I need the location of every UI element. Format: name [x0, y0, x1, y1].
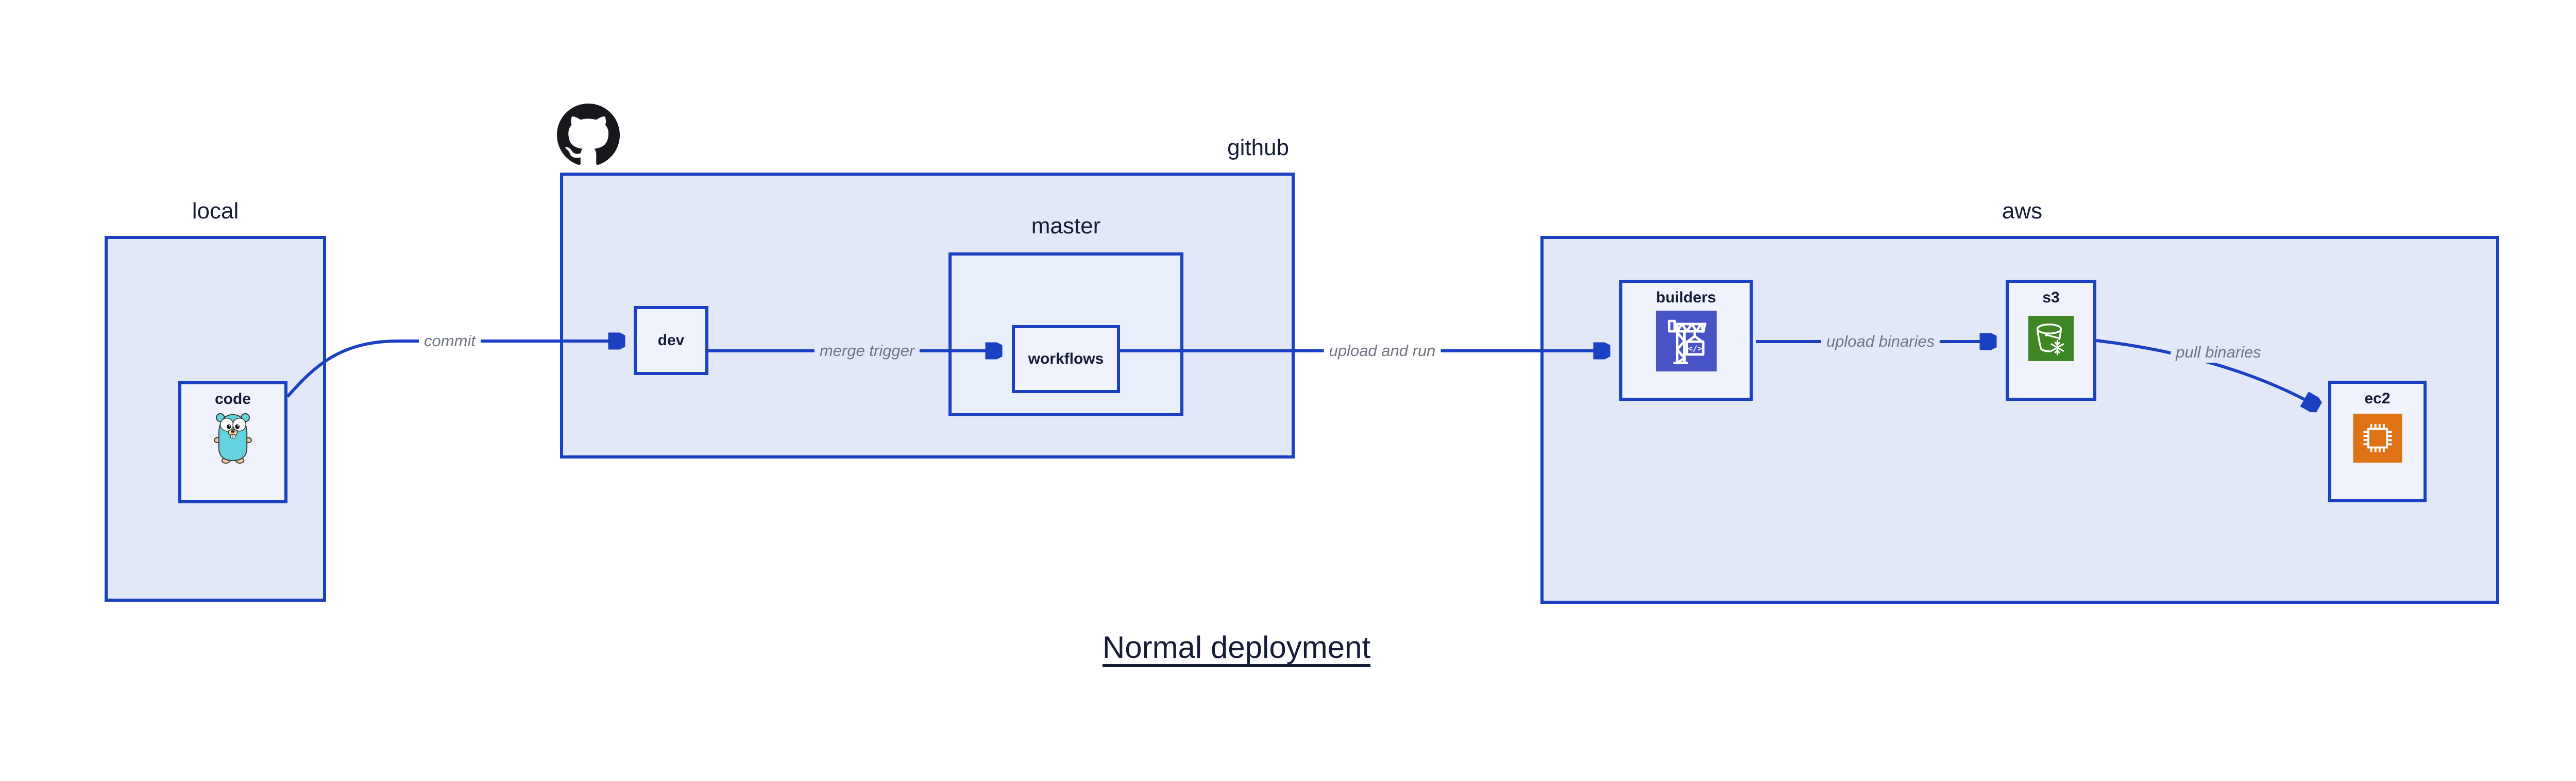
- edge-label-upload-and-run: upload and run: [1324, 341, 1441, 361]
- node-s3: s3: [2006, 280, 2096, 401]
- node-dev-label: dev: [657, 332, 685, 349]
- aws-container-label: aws: [2002, 198, 2043, 224]
- master-container-label: master: [1031, 213, 1101, 239]
- svg-text:</>: </>: [1688, 344, 1702, 353]
- node-builders: builders </>: [1619, 280, 1753, 401]
- node-workflows-label: workflows: [1028, 350, 1104, 367]
- github-mark-icon: [557, 104, 620, 166]
- node-code: code: [178, 381, 287, 503]
- node-builders-label: builders: [1656, 289, 1716, 306]
- local-container-label: local: [192, 198, 239, 224]
- node-dev: dev: [634, 306, 708, 375]
- go-gopher-icon: [213, 411, 253, 464]
- github-container-label: github: [1227, 135, 1289, 160]
- diagram-title: Normal deployment: [1102, 630, 1371, 665]
- node-s3-label: s3: [2042, 289, 2060, 306]
- codebuild-crane-icon: </>: [1655, 311, 1717, 371]
- edge-label-merge-trigger: merge trigger: [814, 341, 920, 361]
- edge-label-commit: commit: [419, 331, 481, 351]
- edge-label-upload-binaries: upload binaries: [1821, 331, 1940, 352]
- ec2-chip-icon: [2353, 414, 2402, 463]
- node-workflows: workflows: [1012, 325, 1120, 393]
- s3-bucket-snowflake-icon: [2028, 316, 2074, 361]
- edge-label-pull-binaries: pull binaries: [2171, 342, 2266, 363]
- node-ec2-label: ec2: [2364, 390, 2391, 407]
- node-code-label: code: [214, 390, 251, 408]
- node-ec2: ec2: [2328, 381, 2427, 502]
